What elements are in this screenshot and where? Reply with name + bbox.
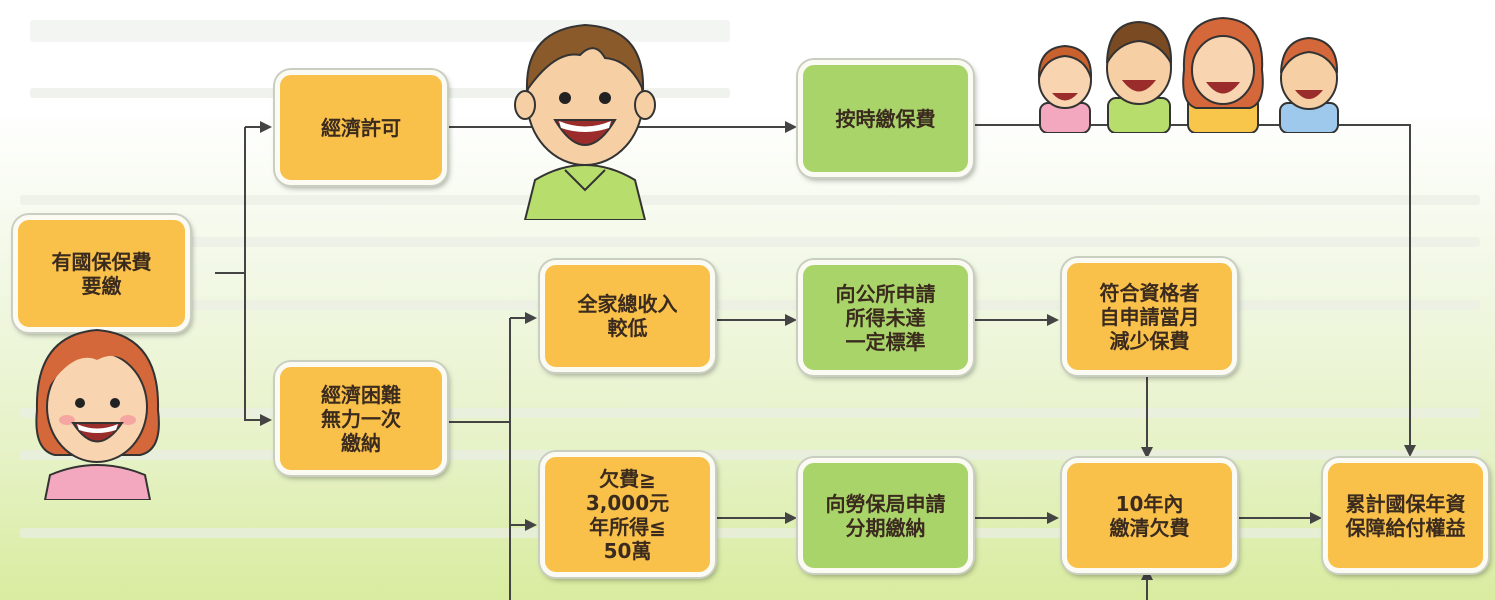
node-result-label: 累計國保年資 保障給付權益 xyxy=(1345,491,1466,540)
node-economic-ok-label: 經濟許可 xyxy=(321,115,401,140)
node-low-income-label: 全家總收入 較低 xyxy=(577,292,678,340)
node-apply-town: 向公所申請 所得未達 一定標準 xyxy=(798,260,973,375)
family-illustration xyxy=(1037,16,1339,133)
node-start-label: 有國保保費 要繳 xyxy=(51,249,152,298)
background-text-band xyxy=(20,195,1480,205)
node-debt-condition-label: 欠費≧ 3,000元 年所得≦ 50萬 xyxy=(585,466,670,563)
background-text-band xyxy=(20,450,1480,460)
node-low-income: 全家總收入 較低 xyxy=(540,260,715,372)
background-text-band xyxy=(20,528,1480,538)
background-text-band xyxy=(20,300,1480,310)
node-start: 有國保保費 要繳 xyxy=(13,215,190,332)
connector-start-split xyxy=(215,127,246,274)
node-economic-hard-label: 經濟困難 無力一次 繳納 xyxy=(321,382,401,455)
node-economic-hard: 經濟困難 無力一次 繳納 xyxy=(275,362,447,475)
node-on-time-label: 按時繳保費 xyxy=(835,106,936,131)
node-debt-condition: 欠費≧ 3,000元 年所得≦ 50萬 xyxy=(540,452,715,577)
node-result: 累計國保年資 保障給付權益 xyxy=(1323,458,1488,573)
node-apply-bli-label: 向勞保局申請 分期繳納 xyxy=(825,491,946,540)
node-on-time: 按時繳保費 xyxy=(798,60,973,177)
node-qualified-label: 符合資格者 自申請當月 減少保費 xyxy=(1099,280,1200,353)
arrow-to-economic-hard xyxy=(244,273,272,426)
boy-illustration xyxy=(514,23,656,220)
connector-hard-branch xyxy=(448,421,511,600)
node-economic-ok: 經濟許可 xyxy=(275,70,447,185)
background-text-band xyxy=(20,237,1480,247)
node-apply-bli: 向勞保局申請 分期繳納 xyxy=(798,458,973,573)
node-qualified: 符合資格者 自申請當月 減少保費 xyxy=(1062,258,1237,375)
node-apply-town-label: 向公所申請 所得未達 一定標準 xyxy=(835,281,936,354)
node-pay-10y-label: 10年內 繳清欠費 xyxy=(1109,491,1190,540)
node-pay-10y: 10年內 繳清欠費 xyxy=(1062,458,1237,573)
girl-illustration xyxy=(35,328,160,500)
background-text-band xyxy=(20,408,1480,418)
